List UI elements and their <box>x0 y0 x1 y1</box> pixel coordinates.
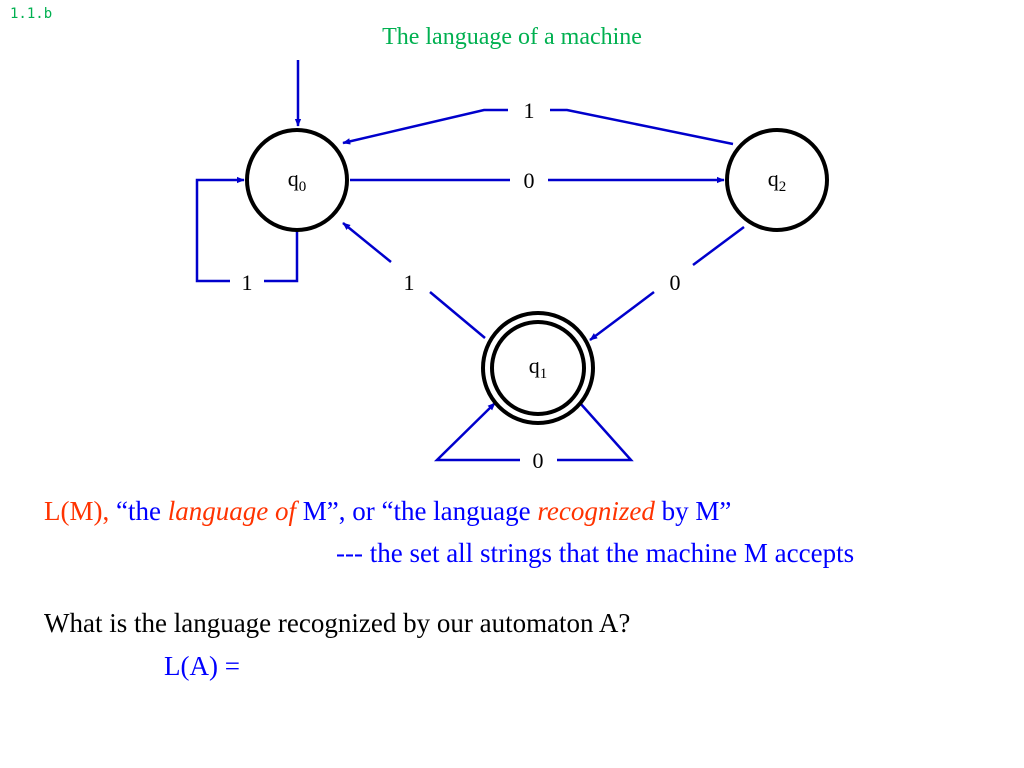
transition-q2-q1-a <box>692 225 745 267</box>
svg-text:q2: q2 <box>768 166 787 195</box>
definition-part-1: “the <box>109 496 168 526</box>
transition-label-q0-q0: 1 <box>242 270 253 295</box>
language-of-emphasis: language of <box>167 496 296 526</box>
state-q1-subscript: 1 <box>540 366 548 382</box>
transition-q2-q0-a <box>550 108 734 146</box>
slide-title: The language of a machine <box>382 24 642 50</box>
transition-q2-q0-b <box>342 108 508 145</box>
definition-part-2: M <box>295 496 327 526</box>
definition-explanation: --- the set all strings that the machine… <box>336 538 855 568</box>
question-text: What is the language recognized by our a… <box>44 608 631 638</box>
slide-id: 1.1.b <box>10 6 53 22</box>
transition-label-q2-q0: 1 <box>524 98 535 123</box>
transition-label-q1-q1: 0 <box>533 448 544 473</box>
recognized-emphasis: recognized <box>537 496 655 526</box>
state-q2-subscript: 2 <box>779 179 787 195</box>
transition-q1-q0-a <box>429 291 486 339</box>
transition-label-q0-q2: 0 <box>524 168 535 193</box>
transition-label-q2-q1: 0 <box>670 270 681 295</box>
state-q0-subscript: 0 <box>299 179 307 195</box>
svg-text:q0: q0 <box>288 166 307 195</box>
svg-text:q1: q1 <box>529 353 548 382</box>
transition-q0-q0-a <box>195 176 245 283</box>
state-q1-label: q <box>529 353 540 378</box>
state-q2: q2 <box>725 128 829 232</box>
state-q2-label: q <box>768 166 779 191</box>
transition-q2-q1-b <box>589 291 655 341</box>
definition-part-3: ”, or “the language <box>326 496 538 526</box>
definition-part-4: by M” <box>654 496 732 526</box>
transition-q1-q0-b <box>342 222 392 263</box>
state-q0: q0 <box>245 128 349 232</box>
state-q1: q1 <box>481 311 595 425</box>
definition-line: L(M), “the language of M”, or “the langu… <box>44 496 731 527</box>
transition-q0-q0-b <box>264 230 299 283</box>
transition-label-q1-q0: 1 <box>404 270 415 295</box>
transition-q1-q1-b <box>557 402 634 462</box>
answer-prompt: L(A) = <box>164 651 240 681</box>
lm-notation: L(M), <box>44 496 110 526</box>
state-q0-label: q <box>288 166 299 191</box>
transition-q1-q1-a <box>433 402 520 462</box>
